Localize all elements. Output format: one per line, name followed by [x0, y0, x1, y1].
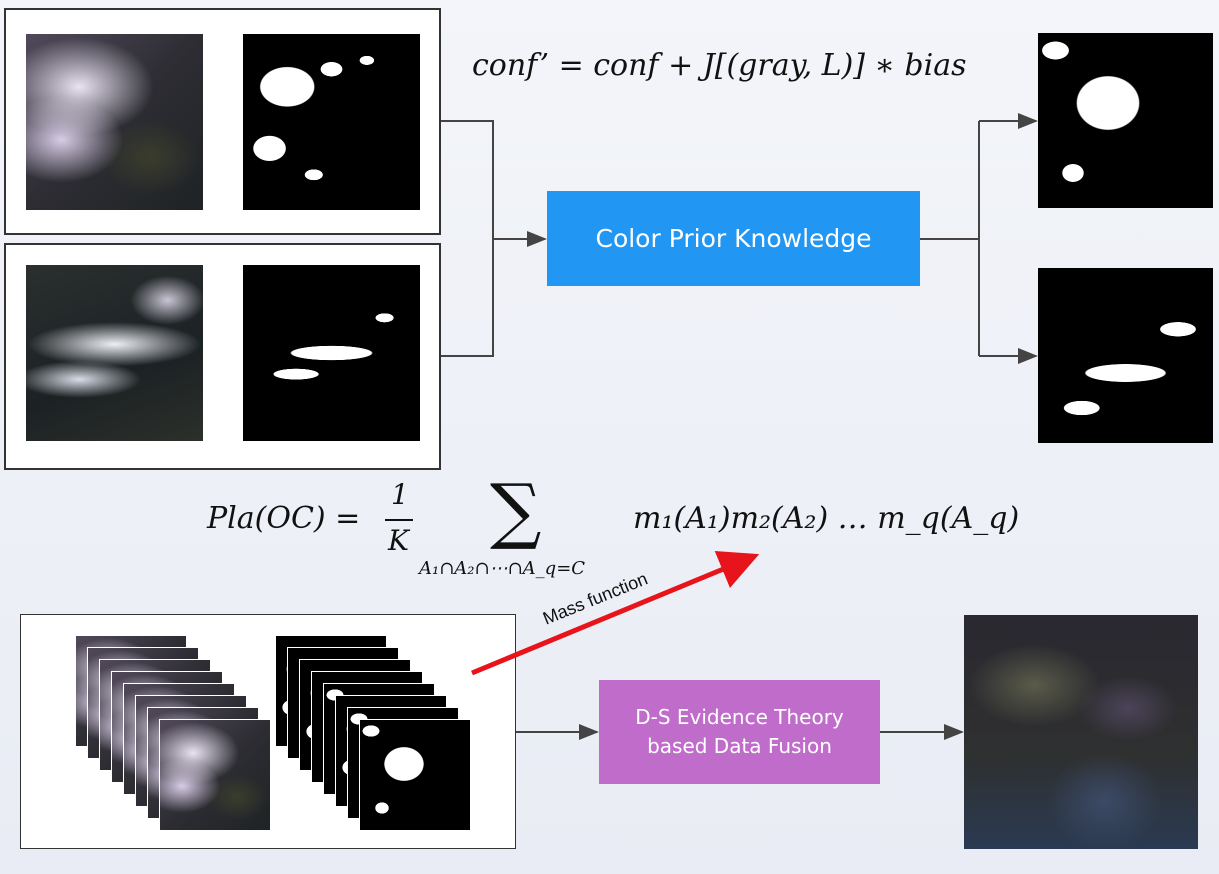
pla-sum-subscript: A₁∩A₂∩⋯∩A_q=C — [419, 558, 586, 579]
fused-output-image — [964, 615, 1198, 849]
stack-mask — [359, 719, 471, 831]
color-prior-knowledge-label: Color Prior Knowledge — [595, 224, 872, 253]
conf-update-formula: conf’ = conf + J[(gray, L)] ∗ bias — [472, 48, 967, 83]
merge-connector — [441, 120, 547, 357]
pla-rhs: m₁(A₁)m₂(A₂) … m_q(A_q) — [633, 501, 1020, 536]
stack-image — [159, 719, 271, 831]
cloud-mask-2 — [243, 265, 420, 441]
pla-frac-bar — [385, 519, 413, 521]
cloud-mask-1 — [243, 34, 420, 210]
input-pair-frame-1 — [4, 8, 441, 235]
satellite-image-2 — [26, 265, 203, 441]
refined-mask-2 — [1038, 268, 1213, 443]
pla-lhs: Pla(OC) = — [207, 501, 361, 536]
ds-fusion-label-line1: D-S Evidence Theory — [635, 705, 844, 729]
ensemble-frame — [20, 614, 516, 849]
split-connector — [920, 113, 1038, 364]
pla-frac-num: 1 — [391, 478, 409, 511]
mask-stack — [275, 635, 475, 835]
ds-fusion-label-line2: based Data Fusion — [647, 734, 832, 758]
plausibility-formula: Pla(OC) = 1 K ∑ A₁∩A₂∩⋯∩A_q=C m₁(A₁)m₂(A… — [207, 468, 1037, 588]
input-pair-frame-2 — [4, 243, 441, 470]
ds-fusion-box: D-S Evidence Theory based Data Fusion — [599, 680, 880, 784]
pla-frac-den: K — [388, 524, 409, 557]
refined-mask-1 — [1038, 33, 1213, 208]
satellite-image-1 — [26, 34, 203, 210]
image-stack — [75, 635, 275, 835]
color-prior-knowledge-box: Color Prior Knowledge — [547, 191, 920, 286]
pla-sum-symbol: ∑ — [490, 468, 542, 552]
